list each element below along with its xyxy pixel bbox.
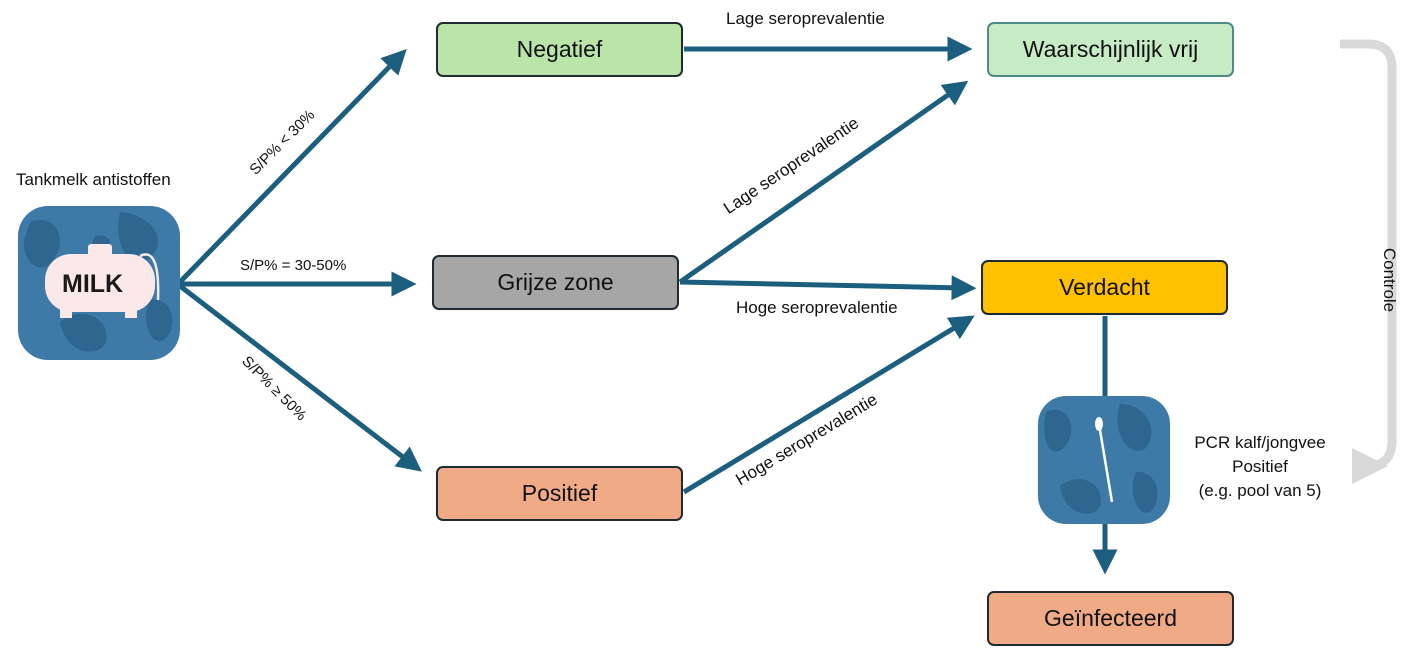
pcr-line-3: (e.g. pool van 5)	[1198, 481, 1322, 500]
pcr-text: PCR kalf/jongvee Positief (e.g. pool van…	[1176, 431, 1344, 503]
arrow-grijs-to-verdacht	[679, 275, 977, 301]
node-geinfecteerd-label: Geïnfecteerd	[1044, 605, 1177, 631]
node-negatief: Negatief	[436, 22, 683, 77]
arrow-to-negatief	[178, 49, 407, 284]
node-grijze-zone-label: Grijze zone	[497, 269, 614, 295]
node-grijze-zone: Grijze zone	[432, 255, 679, 310]
source-title: Tankmelk antistoffen	[16, 170, 171, 189]
edge-label-to-grijze-zone: S/P% = 30-50%	[240, 257, 347, 274]
arrow-grijs-to-vrij	[678, 80, 969, 285]
controle-label: Controle	[1380, 247, 1400, 313]
controle-loop-arrow	[1340, 39, 1397, 484]
node-positief-label: Positief	[521, 480, 598, 506]
edge-label-grijs-to-verdacht: Hoge seroprevalentie	[736, 298, 898, 317]
node-positief: Positief	[436, 466, 683, 521]
swab-icon	[1038, 396, 1170, 524]
node-waarschijnlijk-vrij-label: Waarschijnlijk vrij	[1022, 36, 1199, 62]
edge-label-negatief-to-vrij: Lage seroprevalentie	[726, 9, 885, 28]
node-verdacht-label: Verdacht	[1059, 274, 1150, 300]
pcr-line-2: Positief	[1232, 457, 1288, 476]
milk-tank-icon	[18, 206, 180, 360]
node-verdacht: Verdacht	[981, 260, 1228, 315]
node-waarschijnlijk-vrij: Waarschijnlijk vrij	[987, 22, 1234, 77]
arrow-to-positief	[178, 284, 422, 472]
node-negatief-label: Negatief	[516, 36, 603, 62]
arrow-positief-to-verdacht	[682, 315, 975, 495]
milk-label: MILK	[62, 270, 124, 298]
pcr-line-1: PCR kalf/jongvee	[1194, 433, 1326, 452]
node-geinfecteerd: Geïnfecteerd	[987, 591, 1234, 646]
